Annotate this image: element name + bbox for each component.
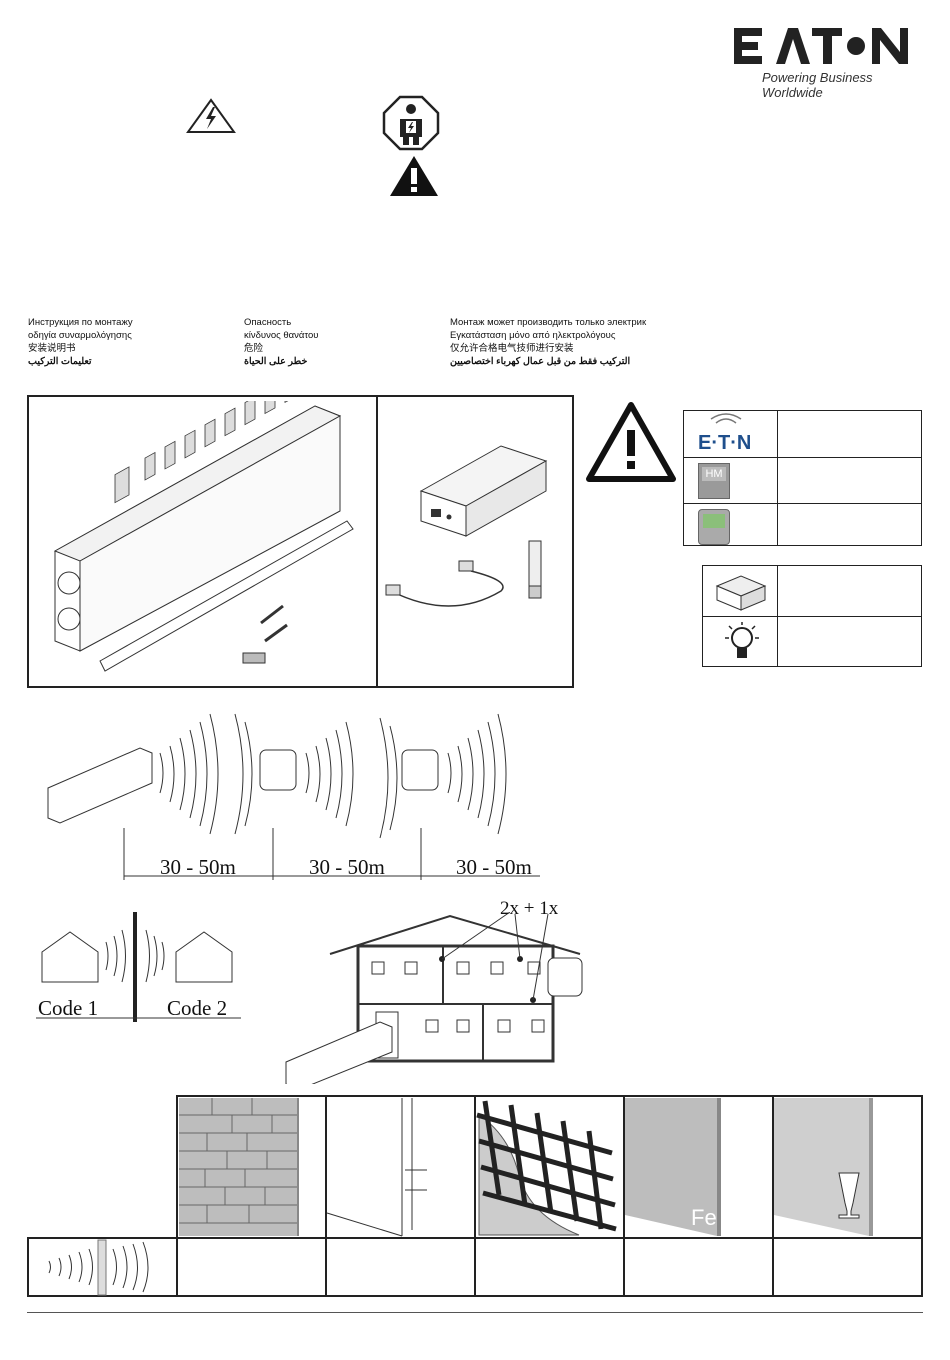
lang-col-danger: Опасность κίνδυνος θανάτου 危险 خطر على ال… xyxy=(244,316,318,368)
electric-hazard-icon xyxy=(186,98,236,133)
eaton-logo-mark xyxy=(734,28,908,64)
lang-col-instructions: Инструкция по монтажу οδηγία συναρμολόγη… xyxy=(28,316,133,368)
distance-label: 30 - 50m xyxy=(309,855,385,879)
fe-label: Fe xyxy=(691,1205,717,1230)
electrician-only-icon xyxy=(382,95,440,151)
divider xyxy=(684,457,921,458)
compatibility-table: E·T·N HM xyxy=(683,410,922,546)
lamp-icon xyxy=(725,622,759,658)
divider xyxy=(777,411,778,545)
glass-mirror-icon xyxy=(774,1098,873,1236)
lang-text: 危险 xyxy=(244,343,264,354)
package-icon xyxy=(715,575,767,611)
eaton-logo-text: E·T·N xyxy=(698,432,751,454)
lang-text: خطر على الحياة xyxy=(244,356,308,367)
hm-label: HM xyxy=(702,467,726,481)
lang-text: 仅允许合格电气技师进行安装 xyxy=(450,343,574,354)
brand-tagline: Powering Business Worldwide xyxy=(762,70,873,100)
repeater-label: 2x + 1x xyxy=(500,898,559,919)
general-warning-icon xyxy=(390,156,438,196)
lang-text: οδηγία συναρμολόγησης xyxy=(28,330,132,341)
materials-table: Fe xyxy=(27,1095,923,1297)
code-1-label: Code 1 xyxy=(38,996,99,1020)
lang-text: Монтаж может производить только электрик xyxy=(450,317,647,328)
controller-illustration xyxy=(53,401,354,672)
hm-device-icon: HM xyxy=(698,463,730,499)
materials-grid: Fe xyxy=(27,1095,923,1297)
metal-plate-icon: Fe xyxy=(625,1098,721,1236)
reinforced-concrete-icon xyxy=(476,1100,617,1236)
power-supply-illustration xyxy=(385,445,548,607)
divider xyxy=(703,616,921,617)
brick-wall-icon xyxy=(179,1098,299,1236)
lang-text: κίνδυνος θανάτου xyxy=(244,330,319,341)
lang-text: Опасность xyxy=(244,317,292,328)
lang-text: Εγκατάσταση μόνο από ηλεκτρολόγους xyxy=(450,330,616,341)
brand-logo: Powering Business Worldwide xyxy=(732,24,922,100)
signal-penetration-icon xyxy=(48,1239,149,1296)
lang-text: التركيب فقط من قبل عمال كهرباء اختصاصيين xyxy=(450,356,631,367)
lang-col-electrician: Монтаж может производить только электрик… xyxy=(450,316,646,368)
divider xyxy=(684,503,921,504)
code-separation-diagram xyxy=(36,912,241,1022)
lang-text: Инструкция по монтажу xyxy=(28,317,133,328)
footer-rule xyxy=(27,1312,923,1313)
lang-text: تعليمات التركيب xyxy=(28,356,92,367)
touch-panel-icon xyxy=(698,509,730,545)
divider xyxy=(376,397,378,686)
code-2-label: Code 2 xyxy=(167,996,228,1020)
house-repeater-diagram xyxy=(285,912,583,1084)
warning-triangle-icon xyxy=(586,402,676,482)
eaton-wireless-logo: E·T·N xyxy=(698,413,751,454)
range-diagram xyxy=(47,713,540,880)
accessories-table xyxy=(702,565,922,667)
distance-label: 30 - 50m xyxy=(456,855,532,879)
drywall-icon xyxy=(326,1098,427,1237)
package-contents-box xyxy=(27,395,574,688)
distance-label: 30 - 50m xyxy=(160,855,236,879)
lang-text: 安装说明书 xyxy=(28,343,76,354)
